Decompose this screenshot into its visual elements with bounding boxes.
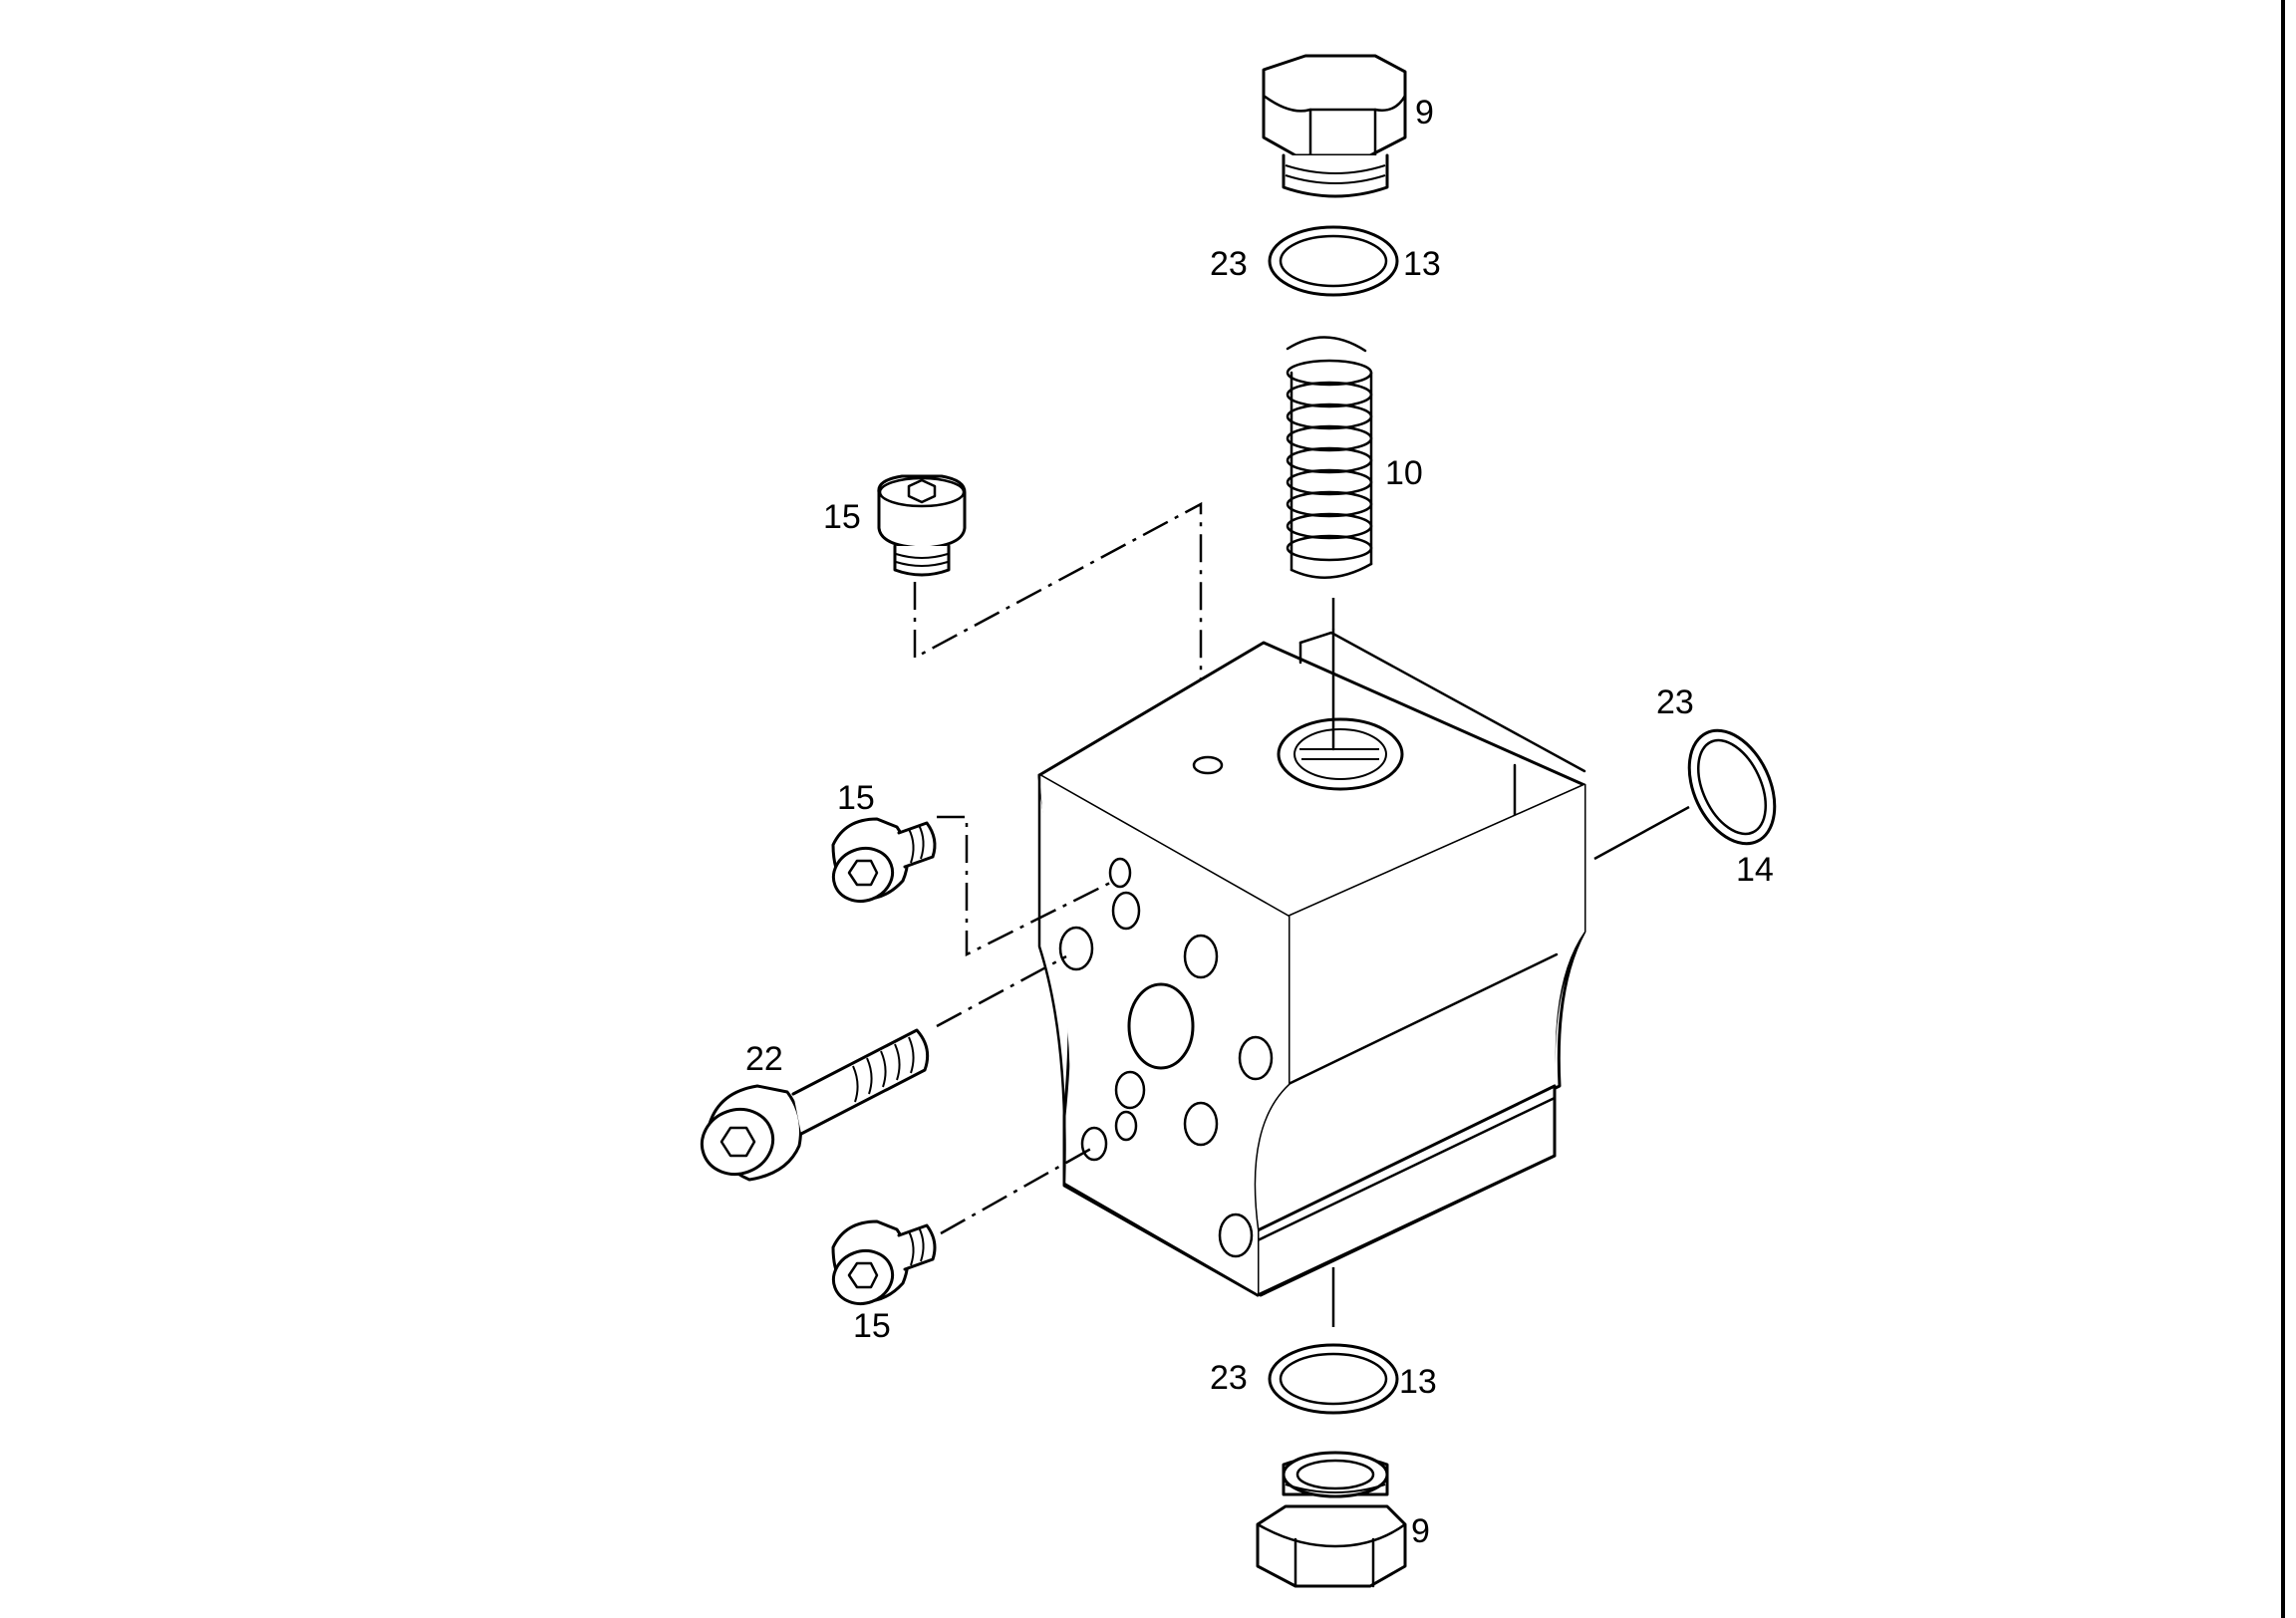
callout-seal-side-b: 14 [1736, 851, 1774, 889]
leader-seal-side [1593, 805, 1690, 861]
callout-plug-bottom: 9 [1411, 1512, 1430, 1550]
callout-seal-bottom-b: 13 [1399, 1363, 1437, 1401]
callout-screw-middle: 15 [837, 779, 875, 817]
callout-screw-upper: 15 [823, 498, 861, 536]
leader-screw-lower [940, 1144, 1097, 1235]
leader-screw-middle [937, 815, 1115, 957]
seal-ring-side [1687, 728, 1777, 846]
valve-block [1037, 628, 1586, 1297]
screw-long [700, 1028, 930, 1182]
seal-ring-top [1268, 225, 1399, 297]
callout-seal-top-a: 23 [1210, 245, 1248, 283]
leader-screw-upper [913, 501, 1203, 745]
plug-bottom [1256, 1451, 1407, 1588]
screw-upper [877, 474, 967, 577]
spring [1286, 336, 1373, 579]
callout-screw-lower: 15 [853, 1307, 891, 1345]
seal-ring-bottom [1268, 1343, 1399, 1415]
callout-screw-long: 22 [745, 1040, 783, 1078]
callout-seal-bottom-a: 23 [1210, 1359, 1248, 1397]
callout-seal-top-b: 13 [1403, 245, 1441, 283]
callout-spring: 10 [1385, 454, 1423, 492]
screw-lower [831, 1219, 937, 1305]
callout-seal-side-a: 23 [1656, 683, 1694, 721]
plug-top [1262, 54, 1407, 198]
leader-screw-long [936, 954, 1067, 1028]
screw-middle [831, 817, 937, 903]
callout-plug-top: 9 [1415, 94, 1434, 132]
